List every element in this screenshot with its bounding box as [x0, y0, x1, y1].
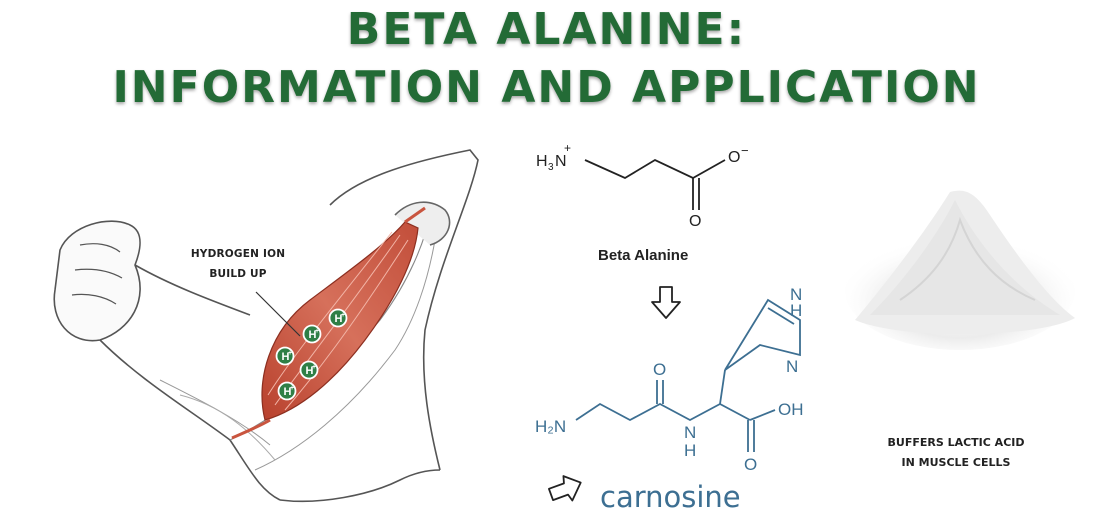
svg-text:+: +: [290, 385, 294, 392]
svg-text:−: −: [741, 143, 749, 158]
svg-text:N: N: [684, 423, 696, 442]
svg-text:H₂N: H₂N: [535, 417, 566, 436]
svg-text:+: +: [315, 328, 319, 335]
arm-illustration: [53, 149, 479, 503]
elbow-outline: [279, 469, 441, 503]
svg-text:H: H: [684, 441, 696, 460]
page-title-line-2: INFORMATION AND APPLICATION: [112, 62, 981, 113]
shoulder-joint: [394, 201, 451, 246]
left-arrow-icon: [548, 475, 582, 502]
hydrogen-ion-2: H +: [328, 308, 348, 328]
powder-caption: BUFFERS LACTIC ACID IN MUSCLE CELLS: [866, 433, 1046, 473]
svg-text:N: N: [786, 357, 798, 376]
beta-alanine-structure: [584, 158, 726, 210]
svg-text:3: 3: [548, 162, 554, 173]
svg-text:+: +: [288, 350, 292, 357]
carnosine-structure: [575, 298, 801, 452]
svg-text:H: H: [282, 351, 290, 363]
fist-outline: [53, 220, 141, 342]
carnosine-labels: H₂N O N H OH O N H N: [535, 285, 804, 474]
svg-text:N: N: [555, 153, 567, 170]
powder-pile-image: [845, 190, 1075, 350]
hydrogen-ion-3: H +: [275, 346, 295, 366]
svg-text:+: +: [341, 312, 345, 319]
biceps-muscle: [231, 206, 426, 440]
svg-text:O: O: [689, 213, 701, 230]
annotation-pointer-line: [255, 291, 301, 337]
fist-fingers: [71, 243, 123, 305]
forearm-outline-bottom: [99, 339, 281, 501]
hydrogen-ions: H + H + H + H + H +: [275, 308, 348, 401]
svg-text:O: O: [728, 149, 740, 166]
svg-text:H: H: [536, 153, 548, 170]
svg-text:H: H: [309, 329, 317, 341]
shoulder-outline: [329, 149, 479, 471]
svg-text:H: H: [306, 365, 314, 377]
carnosine-name: carnosine: [600, 480, 741, 514]
svg-text:+: +: [312, 364, 316, 371]
hydrogen-ion-1: H +: [302, 324, 322, 344]
svg-text:+: +: [564, 141, 571, 155]
annotation-line-2: BUILD UP: [209, 268, 267, 280]
down-arrow-icon: [651, 286, 681, 319]
caption-line-2: IN MUSCLE CELLS: [901, 456, 1011, 469]
beta-alanine-labels: H 3 N + O − O: [536, 141, 749, 230]
svg-text:H: H: [284, 386, 292, 398]
page-title-line-1: BETA ALANINE:: [346, 4, 747, 55]
svg-text:H: H: [335, 313, 343, 325]
svg-text:OH: OH: [778, 400, 804, 419]
hydrogen-ion-5: H +: [277, 381, 297, 401]
svg-text:O: O: [653, 360, 666, 379]
svg-text:H: H: [790, 301, 802, 320]
caption-line-1: BUFFERS LACTIC ACID: [887, 436, 1025, 449]
svg-text:O: O: [744, 455, 757, 474]
beta-alanine-name: Beta Alanine: [598, 247, 689, 264]
hydrogen-ion-4: H +: [299, 360, 319, 380]
annotation-line-1: HYDROGEN ION: [190, 248, 286, 260]
hydrogen-ion-annotation: HYDROGEN ION BUILD UP: [178, 244, 298, 284]
svg-text:N: N: [790, 285, 802, 304]
forearm-outline-top: [134, 264, 251, 316]
